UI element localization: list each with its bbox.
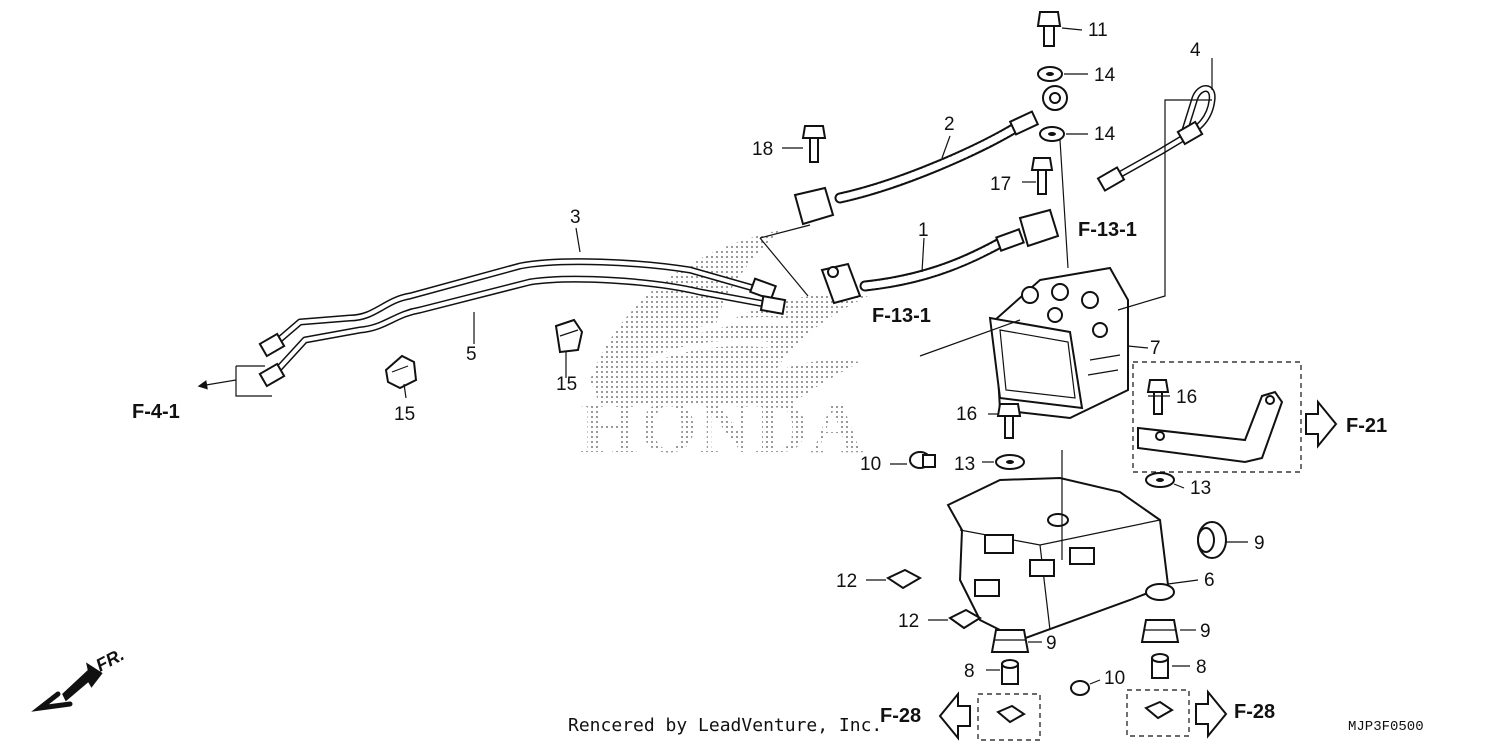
- washer-13-center: [995, 454, 1025, 470]
- washer-13-right: [1145, 472, 1175, 488]
- part-label-10-upper: 10: [860, 454, 881, 475]
- part-label-16-center: 16: [956, 404, 977, 425]
- ref-label-f-4-1: F-4-1: [132, 401, 180, 423]
- grommet-9-center: [1140, 619, 1180, 643]
- bolt-16-right: [1146, 379, 1170, 415]
- brake-hose-1: [859, 208, 1060, 292]
- f28-right-arrow: [1195, 689, 1228, 739]
- ref-label-f-21: F-21: [1346, 415, 1387, 437]
- bolt-11: [1036, 11, 1062, 47]
- ref-label-f-13-1-mid: F-13-1: [872, 305, 931, 327]
- ref-label-f-28-right: F-28: [1234, 701, 1275, 723]
- stay-bracket-f21: [1132, 361, 1302, 473]
- part-label-12-lower: 12: [898, 611, 919, 632]
- part-label-13-right: 13: [1190, 478, 1211, 499]
- part-label-9-center: 9: [1200, 621, 1211, 642]
- part-label-5: 5: [466, 344, 477, 365]
- honda-wing-logo-watermark: HONDA: [580, 230, 870, 469]
- f28-left-box: [977, 693, 1041, 741]
- part-label-14-lower: 14: [1094, 124, 1116, 145]
- f28-right-box: [1126, 689, 1190, 737]
- part-label-3: 3: [570, 207, 581, 228]
- grommet-10-lower: [1070, 680, 1090, 696]
- hose-joint-block: [820, 262, 862, 305]
- ref-label-f-28-left: F-28: [880, 705, 921, 727]
- nut-12-upper: [885, 568, 923, 590]
- collar-8-right: [1151, 653, 1169, 679]
- part-label-12-upper: 12: [836, 571, 857, 592]
- bolt-17: [1030, 157, 1054, 195]
- part-label-16-right: 16: [1176, 387, 1197, 408]
- abs-modulator-7: [988, 266, 1129, 420]
- part-label-13-center: 13: [954, 454, 975, 475]
- part-label-15-left: 15: [394, 404, 415, 425]
- washer-14-lower: [1039, 126, 1065, 142]
- honda-watermark-text: HONDA: [580, 387, 865, 469]
- part-label-1: 1: [918, 220, 929, 241]
- part-label-15-right: 15: [556, 374, 577, 395]
- part-label-17: 17: [990, 174, 1011, 195]
- part-label-2: 2: [944, 114, 955, 135]
- part-label-9-left: 9: [1046, 633, 1057, 654]
- part-label-8-right: 8: [1196, 657, 1207, 678]
- part-label-10-lower: 10: [1104, 668, 1125, 689]
- nut-12-lower: [948, 608, 982, 630]
- part-label-4: 4: [1190, 40, 1201, 61]
- collar-8-left: [1001, 659, 1019, 685]
- leader-lines: [197, 27, 1248, 685]
- part-label-14-upper: 14: [1094, 65, 1116, 86]
- part-label-18: 18: [752, 139, 773, 160]
- credit-text: Rencered by LeadVenture, Inc.: [568, 715, 882, 736]
- bolt-18: [801, 125, 827, 163]
- grommet-10-upper: [909, 451, 936, 469]
- part-label-6: 6: [1204, 570, 1215, 591]
- brake-pipe-3-and-5: [258, 258, 787, 388]
- front-direction-arrow-icon: [31, 662, 103, 712]
- part-label-8-left: 8: [964, 661, 975, 682]
- f21-arrow: [1305, 399, 1338, 449]
- f28-left-arrow: [938, 691, 971, 741]
- ref-label-f-13-1-top: F-13-1: [1078, 219, 1137, 241]
- bolt-16-center: [996, 403, 1022, 439]
- diagram-code: MJP3F0500: [1348, 719, 1424, 735]
- clip-15-left: [384, 354, 418, 390]
- part-label-11: 11: [1088, 20, 1108, 41]
- abs-bracket-6: [946, 476, 1175, 642]
- brake-hose-2: [793, 85, 1068, 226]
- grommet-9-right: [1197, 521, 1227, 559]
- part-label-9-right: 9: [1254, 533, 1265, 554]
- part-label-7: 7: [1150, 338, 1161, 359]
- grommet-9-left: [990, 629, 1030, 653]
- washer-14-upper: [1037, 66, 1063, 82]
- clip-15-right: [554, 318, 584, 354]
